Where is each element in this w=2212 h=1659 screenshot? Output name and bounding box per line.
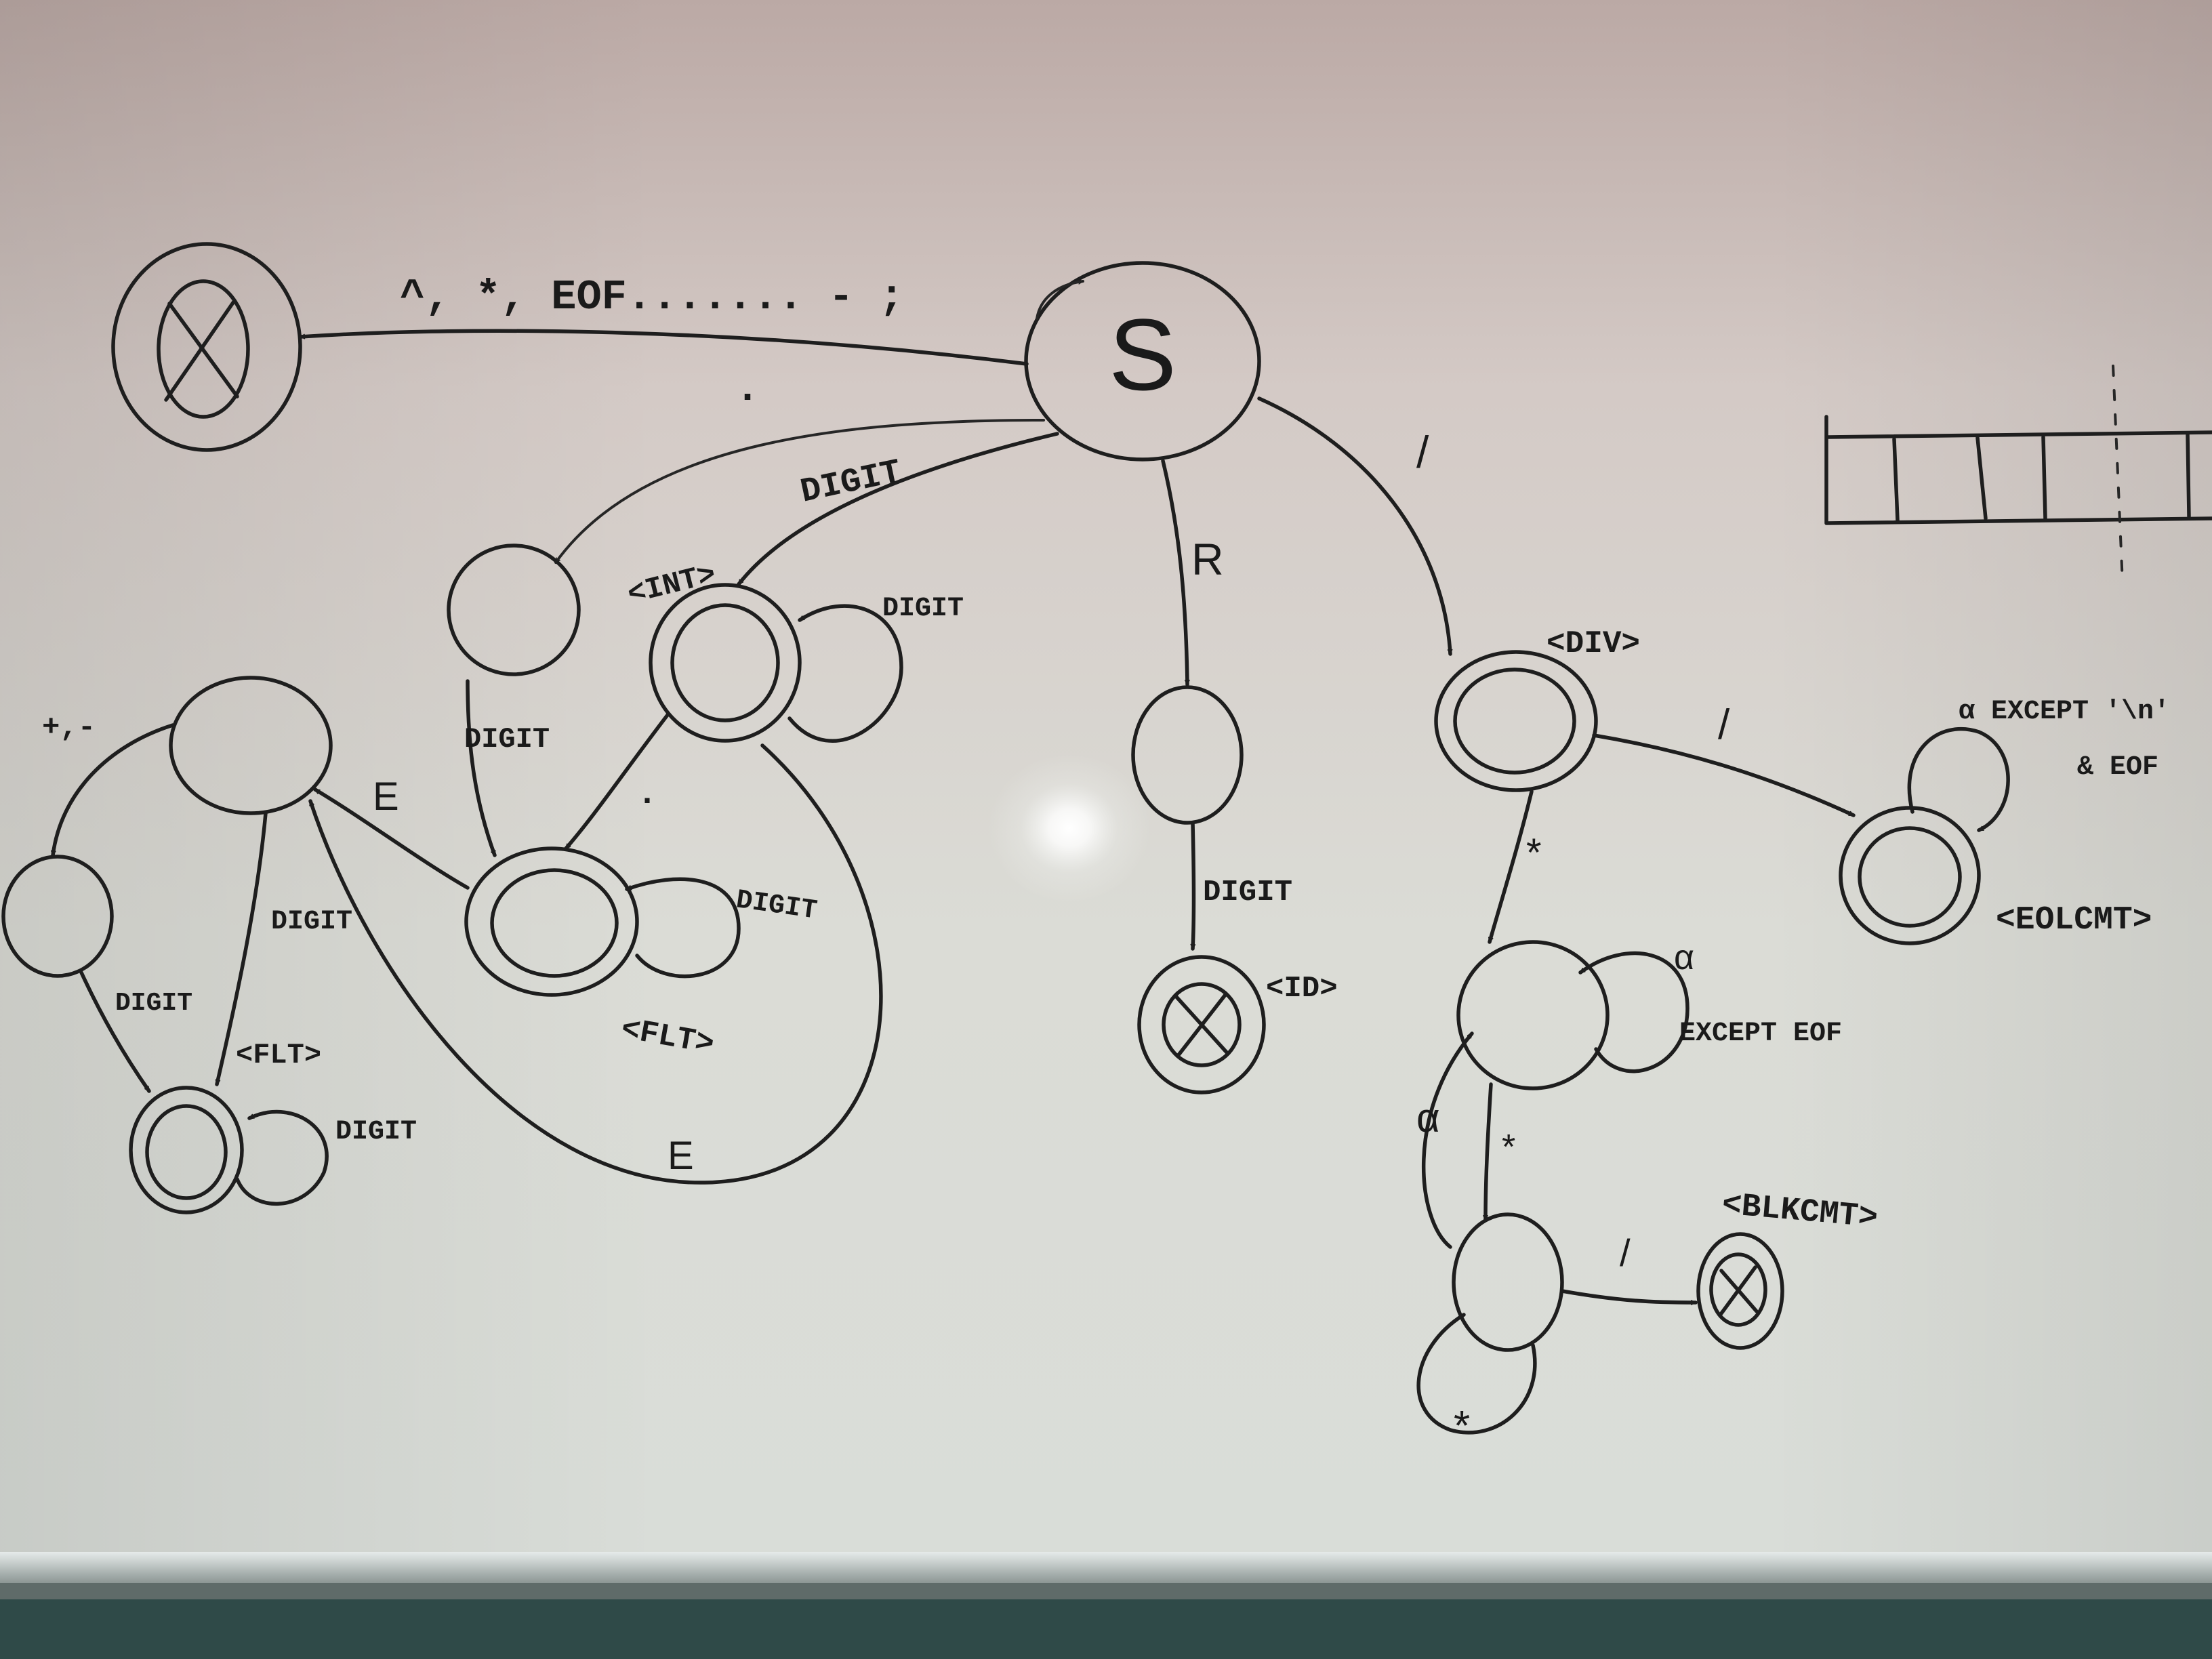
error-state-inner	[157, 279, 250, 419]
star-back-label: α	[1416, 1095, 1440, 1141]
s-to-r-label: R	[1191, 534, 1224, 584]
int-loop-label: DIGIT	[882, 594, 964, 624]
error-state-outer	[111, 242, 302, 452]
int-state-inner	[670, 603, 780, 722]
sign-state	[1, 855, 114, 978]
div-state-inner	[1453, 668, 1576, 775]
exponent-state	[169, 676, 333, 815]
r-state	[1131, 685, 1244, 825]
dot-state	[447, 544, 581, 676]
int-to-flt-label: .	[637, 775, 657, 814]
light-glare	[988, 754, 1151, 903]
int-to-exp-label: E	[668, 1134, 694, 1178]
r-to-id-label: DIGIT	[1203, 876, 1292, 909]
cmt-to-star-label: *	[1502, 1128, 1515, 1167]
id-state-inner	[1162, 982, 1242, 1067]
tray-shadow	[0, 1583, 2212, 1599]
div-to-cmt-label: *	[1526, 831, 1542, 875]
id-state-outer	[1137, 955, 1266, 1094]
wall	[0, 1599, 2212, 1659]
sign-to-flt-label: DIGIT	[115, 989, 192, 1018]
start-state	[1024, 261, 1261, 462]
flt-left-state-inner	[145, 1104, 228, 1200]
star-to-blk-label: /	[1620, 1231, 1631, 1274]
div-to-eol-label: /	[1718, 701, 1730, 748]
dot-mark: .	[735, 367, 760, 413]
cmt-loop-label-1: α	[1674, 938, 1694, 977]
start-state-label: S	[1109, 298, 1176, 411]
cmt-loop-label-2: EXCEPT EOF	[1679, 1019, 1842, 1049]
blkcmt-state-inner	[1709, 1252, 1767, 1327]
s-to-div-label: /	[1416, 427, 1429, 477]
exp-to-flt-label: DIGIT	[271, 907, 352, 937]
eolcmt-state-name: <EOLCMT>	[1996, 902, 2152, 939]
marker-tray	[0, 1552, 2212, 1583]
error-transition-label: ^, *, EOF....... - ;	[400, 273, 904, 321]
buffer-sketch	[1824, 365, 2212, 584]
blkcmt-state-outer	[1696, 1232, 1784, 1350]
eol-loop-label-1: α EXCEPT '\n'	[1959, 697, 2170, 727]
flt-left-state-name: <FLT>	[236, 1039, 321, 1071]
flt-mid-state-inner	[490, 868, 619, 978]
flt-left-state-outer	[129, 1086, 244, 1214]
id-state-name: <ID>	[1266, 972, 1338, 1006]
eolcmt-state-inner	[1858, 826, 1962, 928]
flt-left-loop-label: DIGIT	[335, 1117, 417, 1147]
comment-state	[1456, 940, 1610, 1090]
div-state-outer	[1434, 650, 1598, 792]
dot-to-flt-label: DIGIT	[464, 723, 550, 756]
div-state-name: <DIV>	[1547, 626, 1640, 661]
flt-to-exp-label: E	[373, 775, 399, 819]
int-state-outer	[649, 583, 802, 743]
eol-loop-label-2: & EOF	[2077, 752, 2158, 783]
star-loop-label: *	[1454, 1403, 1470, 1450]
flt-mid-state-outer	[464, 846, 639, 997]
star-state	[1452, 1212, 1564, 1352]
exp-sign-label: +,-	[42, 711, 96, 745]
